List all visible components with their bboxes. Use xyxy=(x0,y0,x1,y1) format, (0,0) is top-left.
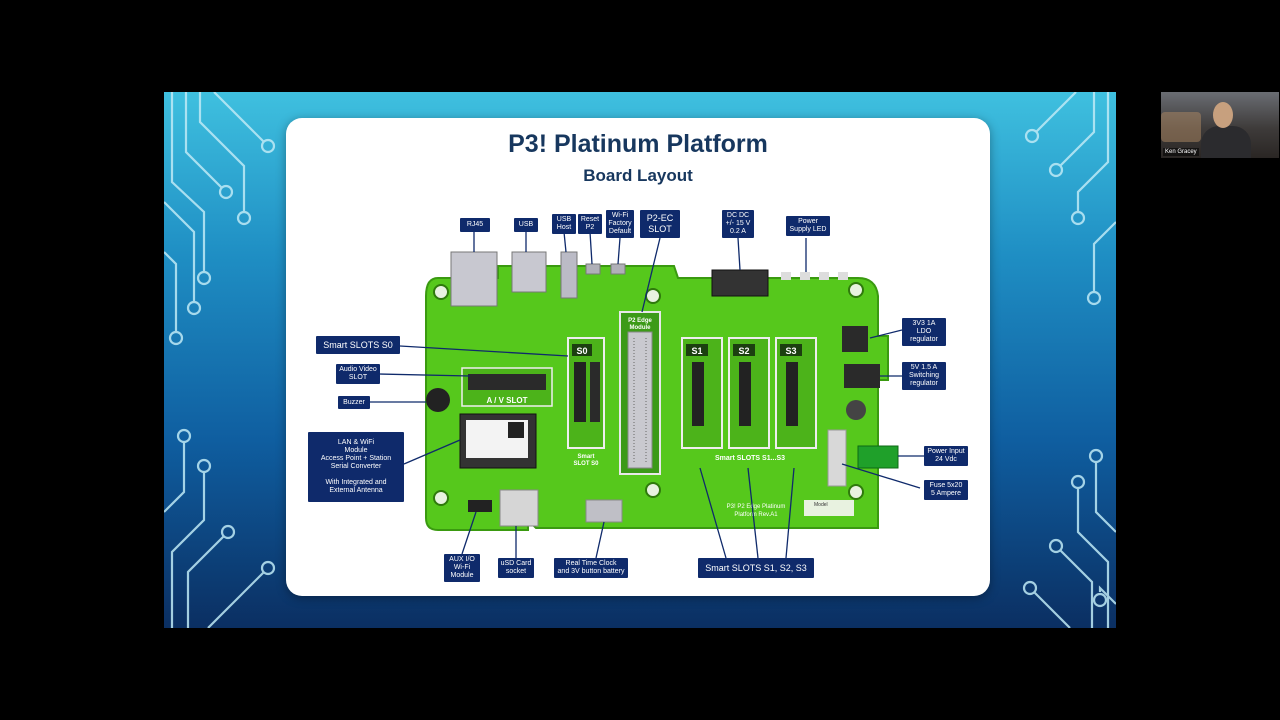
label-lan-wifi-module: LAN & WiFi Module Access Point + Station… xyxy=(308,432,404,502)
label-audio-video-slot: Audio Video SLOT xyxy=(336,364,380,384)
presenter-webcam-video: Ken Gracey xyxy=(1161,92,1279,158)
label-usb: USB xyxy=(514,218,538,232)
buzzer xyxy=(426,388,450,412)
label-reset-p2: Reset P2 xyxy=(578,214,602,234)
slide-content-card: P3! Platinum Platform Board Layout xyxy=(286,118,990,596)
presentation-slide: P3! Platinum Platform Board Layout xyxy=(164,92,1116,628)
circuit-background-decoration xyxy=(164,92,1116,628)
label-smart-slots-s0: Smart SLOTS S0 xyxy=(316,336,400,354)
switching-regulator xyxy=(844,364,880,388)
usb-host-connector xyxy=(560,251,578,299)
smart-slot-s2: S2 xyxy=(728,337,770,449)
svg-text:Module: Module xyxy=(630,325,652,331)
smart-slots-s1-s3-text: Smart SLOTS S1...S3 xyxy=(715,455,785,462)
label-usb-host: USB Host xyxy=(552,214,576,234)
dcdc-module xyxy=(711,269,769,297)
label-ldo-regulator: 3V3 1A LDO regulator xyxy=(902,318,946,346)
usd-socket xyxy=(499,489,539,527)
power-input-terminal xyxy=(857,445,899,469)
board-layout-diagram: P2 Edge Module S0 Smart SLOT S0 S1 S2 xyxy=(425,251,899,531)
model-text: Model xyxy=(814,502,828,508)
label-p2ec-slot: P2-EC SLOT xyxy=(640,210,680,238)
platform-rev-text: P3! P2 Edge Platinum xyxy=(727,504,786,510)
rtc-battery-holder xyxy=(585,499,623,523)
label-rj45: RJ45 xyxy=(460,218,490,232)
slot-s1-text: S1 xyxy=(691,346,702,356)
presenter-name-label: Ken Gracey xyxy=(1163,148,1199,156)
slot-s0-text: S0 xyxy=(576,346,587,356)
smart-slot-s0-text: Smart xyxy=(577,454,594,460)
model-box xyxy=(804,500,854,516)
label-power-input: Power Input 24 Vdc xyxy=(924,446,968,466)
p2-edge-module-text: P2 Edge xyxy=(628,318,652,324)
aux-io-connector xyxy=(468,500,492,512)
rj45-connector xyxy=(450,251,498,307)
svg-text:Platform Rev.A1: Platform Rev.A1 xyxy=(734,512,778,518)
label-aux-io-wifi-module: AUX I/O Wi-Fi Module xyxy=(444,554,480,582)
slide-subtitle: Board Layout xyxy=(583,166,693,185)
label-usd-card-socket: uSD Card socket xyxy=(498,558,534,578)
label-dcdc: DC DC +/- 15 V 0.2 A xyxy=(722,210,754,238)
slot-s3-text: S3 xyxy=(785,346,796,356)
regulator-cap xyxy=(846,400,866,420)
label-real-time-clock: Real Time Clock and 3V button battery xyxy=(554,558,628,578)
av-slot-text: A / V SLOT xyxy=(486,396,527,405)
smart-slot-s3: S3 xyxy=(775,337,817,449)
svg-text:SLOT S0: SLOT S0 xyxy=(573,461,599,467)
label-wifi-factory-default: Wi-Fi Factory Default xyxy=(606,210,634,238)
usb-connector xyxy=(511,251,547,293)
label-smart-slots-s1-s2-s3: Smart SLOTS S1, S2, S3 xyxy=(698,558,814,578)
label-power-supply-led: Power Supply LED xyxy=(786,216,830,236)
presenter-face xyxy=(1213,102,1233,128)
label-fuse: Fuse 5x20 5 Ampere xyxy=(924,480,968,500)
label-switching-regulator: 5V 1.5 A Switching regulator xyxy=(902,362,946,390)
slide-title: P3! Platinum Platform xyxy=(508,130,768,158)
fuse-holder xyxy=(827,429,847,487)
label-buzzer: Buzzer xyxy=(338,396,370,409)
ldo-regulator xyxy=(842,326,868,352)
smart-slot-s1: S1 xyxy=(681,337,723,449)
slot-s2-text: S2 xyxy=(738,346,749,356)
